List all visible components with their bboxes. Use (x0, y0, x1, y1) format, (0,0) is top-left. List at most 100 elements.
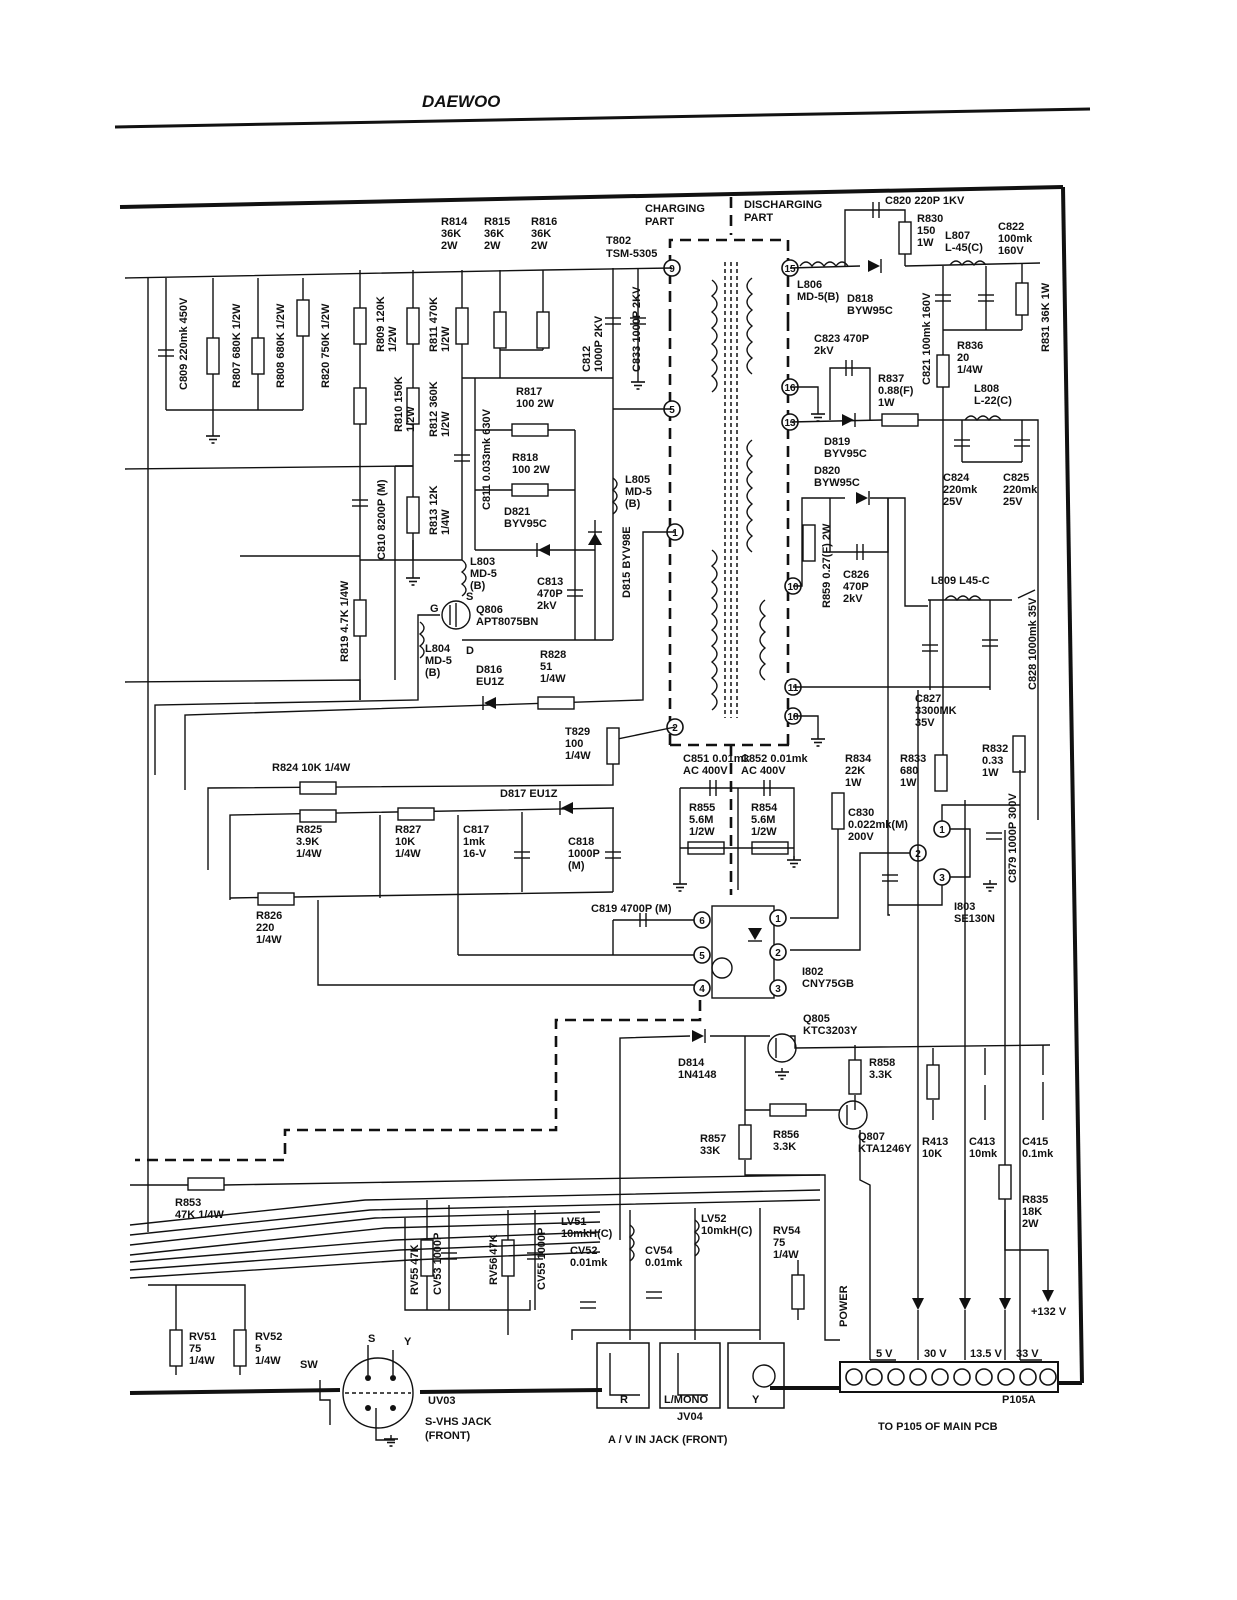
component-label-line: R813 12K (428, 485, 440, 535)
svg-text:1: 1 (775, 914, 781, 925)
component-label-line: C852 0.01mk (741, 753, 809, 765)
i803-regulator: 1 2 3 (790, 804, 1020, 951)
svg-text:3: 3 (775, 984, 781, 995)
c820-label: C820 220P 1KV (885, 195, 965, 207)
component-label-line: 1W (982, 767, 999, 779)
component-label-line: 220mk (1003, 484, 1038, 496)
r859-label: R859 0.27(F) 2W (821, 523, 833, 608)
component-label-line: MD-5 (470, 568, 497, 580)
component-label-line: 160V (998, 245, 1024, 257)
component-label-line: 1mk (463, 836, 486, 848)
transformer-pins: 9 5 1 2 15 16 13 10 11 18 (663, 259, 802, 736)
component-label-line: C830 (848, 807, 874, 819)
svg-text:6: 6 (699, 916, 705, 927)
component-label-line: L804 (425, 643, 451, 655)
svg-text:2: 2 (775, 948, 781, 959)
component-label-line: 35V (915, 717, 935, 729)
component-label-line: RV52 (255, 1331, 282, 1343)
input-network (129, 1174, 821, 1375)
component-label-line: R826 (256, 910, 282, 922)
component-label-line: 1N4148 (678, 1069, 717, 1081)
svg-text:G: G (430, 603, 439, 615)
component-label-line: CV52 (570, 1245, 598, 1257)
component-label-line: 1/4W (565, 750, 591, 762)
component-label-line: 680 (900, 765, 918, 777)
component-label-line: 2kV (814, 345, 834, 357)
component-label-line: C415 (1022, 1136, 1048, 1148)
primary-winding-2 (710, 549, 718, 711)
component-label-line: 36K (441, 228, 461, 240)
svg-text:2: 2 (672, 723, 678, 734)
conn-33v: 33 V (1016, 1348, 1039, 1360)
svhs-switch-label: SW (300, 1359, 318, 1371)
component-label-line: MD-5 (625, 486, 652, 498)
component-label-line: 1/4W (395, 848, 421, 860)
component-label-line: L803 (470, 556, 495, 568)
component-label-line: 100 2W (512, 464, 551, 476)
r807-label: R807 680K 1/2W (231, 303, 243, 388)
svg-text:3: 3 (939, 873, 945, 884)
component-label-line: 1/4W (540, 673, 566, 685)
d814-diode (692, 1029, 706, 1043)
component-label-line: (B) (425, 667, 441, 679)
component-label-line: 1/4W (773, 1249, 799, 1261)
component-label-line: 1/4W (296, 848, 322, 860)
svg-text:15: 15 (784, 264, 796, 275)
component-label-line: 36K (531, 228, 551, 240)
component-label-line: L-22(C) (974, 395, 1012, 407)
component-label-line: 220 (256, 922, 274, 934)
component-label-line: AC 400V (683, 765, 728, 777)
l804-inductor (418, 621, 425, 659)
component-label-line: R811 470K (428, 297, 440, 352)
component-label-line: 0.022mk(M) (848, 819, 908, 831)
component-label-line: C819 4700P (M) (591, 903, 672, 915)
ground-icon (982, 880, 998, 892)
component-label-line: R828 (540, 649, 566, 661)
svg-text:4: 4 (699, 984, 705, 995)
component-label-line: (M) (568, 860, 585, 872)
c821-label: C821 100mk 160V (921, 292, 933, 385)
component-label-line: 150 (917, 225, 935, 237)
component-label-line: C811 0.033mk 630V (481, 408, 493, 510)
component-label-line: 1000P 2KV (593, 315, 605, 372)
component-label-line: L805 (625, 474, 650, 486)
component-label-line: R831 36K 1W (1040, 282, 1052, 352)
component-label-line: C813 (537, 576, 563, 588)
component-label-line: I803 (954, 901, 975, 913)
av-port-lmono: L/MONO (664, 1394, 708, 1406)
component-label-line: 0.33 (982, 755, 1003, 767)
component-label-line: R819 4.7K 1/4W (339, 580, 351, 662)
component-label-line: 47K 1/4W (175, 1209, 225, 1221)
component-label-line: 3.9K (296, 836, 319, 848)
c819-label: C819 4700P (M) (591, 903, 672, 915)
svg-text:DISCHARGING: DISCHARGING (744, 199, 822, 211)
lv51-inductor (628, 1224, 635, 1262)
primary-resistors (206, 299, 620, 906)
secondary-winding-1 (746, 277, 754, 375)
component-label-line: CV54 (645, 1245, 673, 1257)
component-label-line: 5 (255, 1343, 261, 1355)
svg-text:5: 5 (699, 951, 705, 962)
component-label-line: 1W (900, 777, 917, 789)
header-rule (114, 107, 1091, 129)
l808-inductor (964, 415, 1002, 422)
secondary-winding-2 (746, 439, 754, 553)
component-label-line: 25V (1003, 496, 1023, 508)
component-label-line: R835 (1022, 1194, 1048, 1206)
